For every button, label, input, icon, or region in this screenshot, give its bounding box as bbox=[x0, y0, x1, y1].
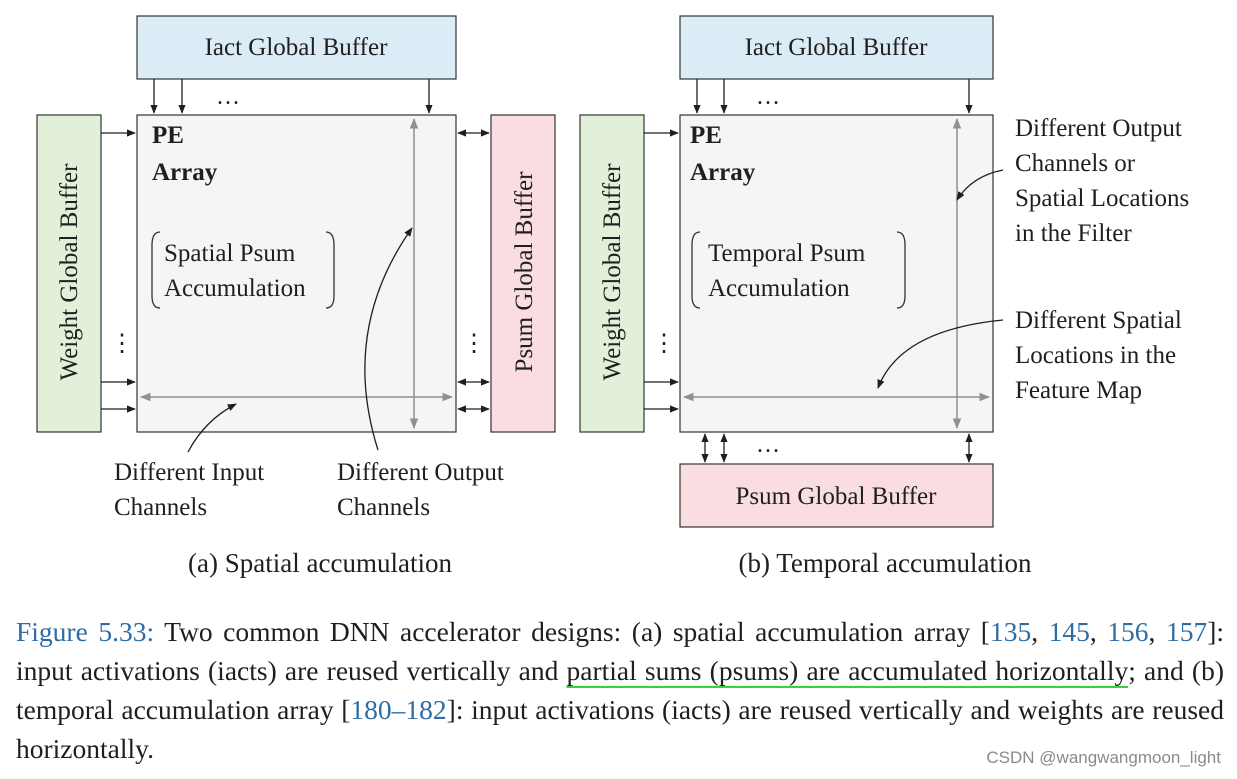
diagram-canvas: Iact Global Buffer Weight Global Buffer … bbox=[36, 15, 1189, 578]
left-output-annotation-line2: Channels bbox=[337, 494, 430, 521]
left-box-bracket-left bbox=[151, 231, 161, 309]
left-pe-label: PE bbox=[152, 122, 184, 149]
caption-ref-145[interactable]: 145 bbox=[1048, 616, 1090, 647]
caption-text-4: ]: input activations (iacts) are reused … bbox=[16, 694, 1224, 764]
right-iact-buffer-label: Iact Global Buffer bbox=[745, 34, 928, 61]
caption-text-3: ; and (b) temporal accumulation array [ bbox=[16, 655, 1224, 725]
left-subcaption: (a) Spatial accumulation bbox=[188, 548, 452, 578]
right-weight-ellipsis: ⋮ bbox=[652, 331, 676, 357]
left-weight-buffer bbox=[36, 114, 102, 433]
right-box-bracket-left bbox=[691, 231, 701, 309]
left-output-annotation-line1: Different Output bbox=[337, 459, 504, 486]
watermark: CSDN @wangwangmoon_light bbox=[986, 748, 1221, 767]
right-output-annotation-line4: in the Filter bbox=[1015, 220, 1132, 247]
caption-ref-180-182[interactable]: 180–182 bbox=[350, 694, 447, 725]
right-spatial-annotation-line1: Different Spatial bbox=[1015, 307, 1182, 334]
left-array-label: Array bbox=[152, 159, 218, 186]
left-input-annotation-arrow bbox=[187, 403, 237, 453]
caption-comma-2: , bbox=[1089, 616, 1108, 647]
right-pe-label: PE bbox=[690, 122, 722, 149]
right-psum-buffer bbox=[679, 463, 994, 528]
caption-comma-1: , bbox=[1031, 616, 1049, 647]
right-output-annotation-arrow bbox=[956, 169, 1004, 201]
left-output-annotation-arrow bbox=[364, 227, 413, 451]
right-pe-array bbox=[679, 114, 994, 433]
left-box-line2: Accumulation bbox=[164, 275, 306, 302]
left-pe-array bbox=[136, 114, 457, 433]
caption-text-1: Two common DNN accelerator designs: (a) … bbox=[154, 616, 990, 647]
left-iact-buffer-label: Iact Global Buffer bbox=[205, 34, 388, 61]
caption-text-2: ]: input activations (iacts) are reused … bbox=[16, 616, 1224, 686]
left-box-bracket-right bbox=[325, 231, 335, 309]
right-box-line2: Accumulation bbox=[708, 275, 850, 302]
right-output-annotation-line3: Spatial Locations bbox=[1015, 185, 1189, 212]
right-output-annotation-line1: Different Output bbox=[1015, 115, 1182, 142]
caption-figure-label: Figure 5.33: bbox=[16, 616, 155, 647]
right-psum-ellipsis: … bbox=[756, 432, 780, 458]
right-iact-ellipsis: … bbox=[756, 84, 780, 110]
caption-ref-157[interactable]: 157 bbox=[1165, 616, 1208, 647]
figure-caption: Figure 5.33: Two common DNN accelerator … bbox=[16, 612, 1224, 768]
right-box-bracket-right bbox=[896, 231, 906, 309]
left-input-annotation-line2: Channels bbox=[114, 494, 207, 521]
left-weight-ellipsis: ⋮ bbox=[110, 331, 134, 357]
left-weight-buffer-label: Weight Global Buffer bbox=[56, 163, 83, 381]
right-spatial-annotation-line2: Locations in the bbox=[1015, 342, 1176, 369]
left-iact-ellipsis: … bbox=[216, 84, 240, 110]
right-array-label: Array bbox=[690, 159, 756, 186]
right-weight-buffer-label: Weight Global Buffer bbox=[599, 163, 626, 381]
right-psum-buffer-label: Psum Global Buffer bbox=[736, 483, 938, 510]
caption-ref-156[interactable]: 156 bbox=[1107, 616, 1149, 647]
left-psum-buffer bbox=[490, 114, 556, 433]
right-weight-buffer bbox=[579, 114, 645, 433]
right-spatial-annotation-line3: Feature Map bbox=[1015, 377, 1142, 404]
left-psum-buffer-label: Psum Global Buffer bbox=[511, 171, 538, 373]
right-subcaption: (b) Temporal accumulation bbox=[738, 548, 1032, 578]
right-spatial-annotation-arrow bbox=[877, 319, 1004, 389]
spatial-accumulation-diagram: Iact Global Buffer Weight Global Buffer … bbox=[36, 15, 556, 578]
right-iact-buffer bbox=[679, 15, 994, 80]
right-box-line1: Temporal Psum bbox=[708, 240, 866, 267]
caption-underlined-phrase: partial sums (psums) are accumulated hor… bbox=[566, 655, 1129, 686]
right-output-annotation-line2: Channels or bbox=[1015, 150, 1136, 177]
left-iact-buffer bbox=[136, 15, 457, 80]
caption-comma-3: , bbox=[1148, 616, 1166, 647]
left-input-annotation-line1: Different Input bbox=[114, 459, 264, 486]
left-psum-ellipsis: ⋮ bbox=[462, 331, 486, 357]
temporal-accumulation-diagram: Iact Global Buffer Weight Global Buffer … bbox=[579, 15, 1189, 578]
caption-ref-135[interactable]: 135 bbox=[989, 616, 1032, 647]
left-box-line1: Spatial Psum bbox=[164, 240, 296, 267]
